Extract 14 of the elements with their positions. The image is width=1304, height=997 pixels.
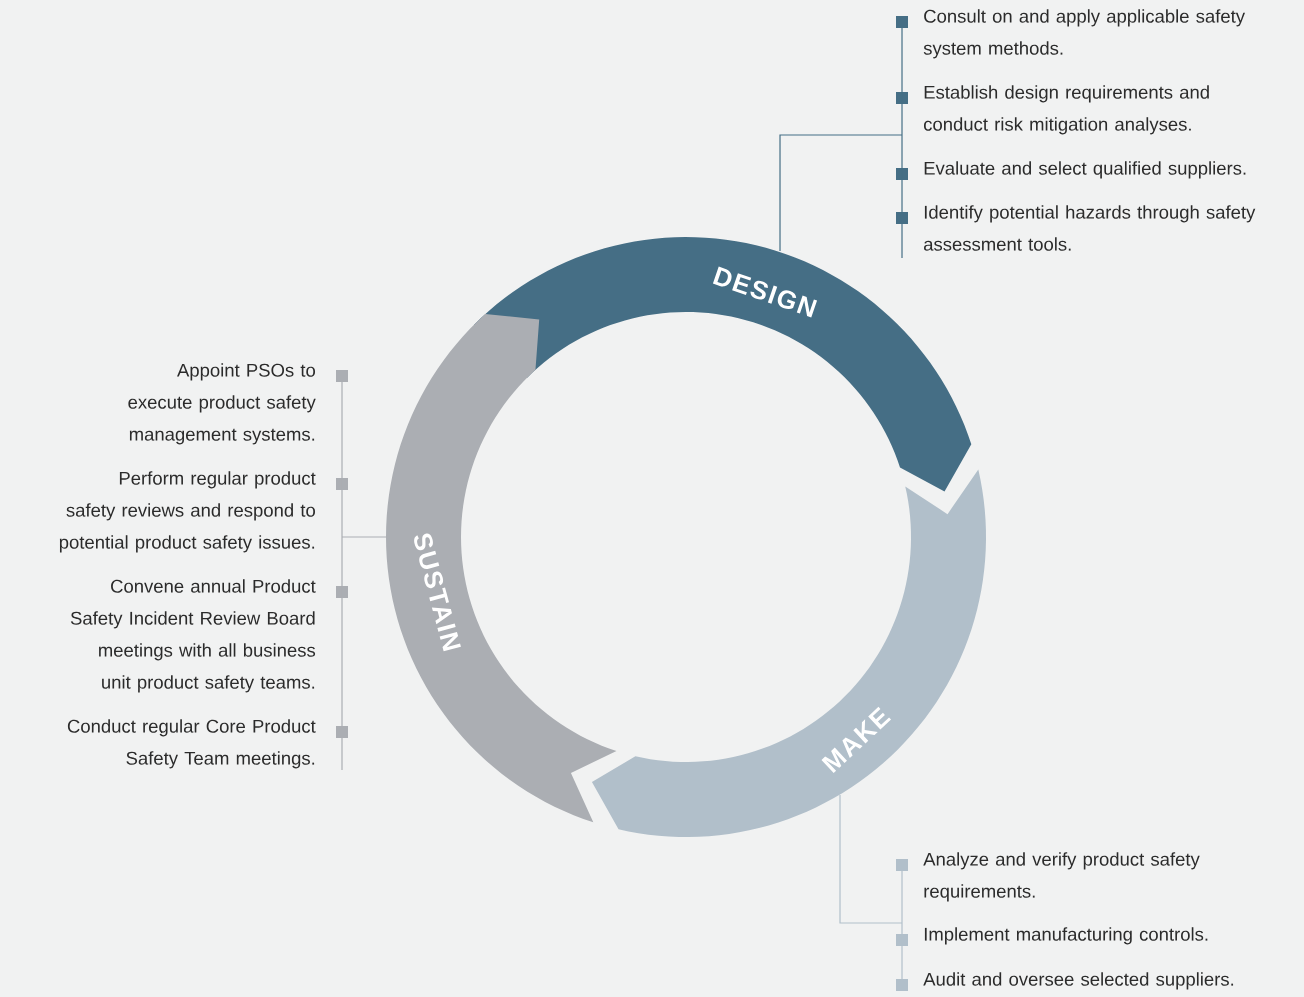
- bullet-text: Appoint PSOs to execute product safety management systems.: [128, 363, 316, 445]
- bullet-text: Consult on and apply applicable safety system methods.: [923, 9, 1245, 59]
- bullet-text: Analyze and verify product safety requirements.: [923, 852, 1200, 902]
- bullet-text: Perform regular product safety reviews and respond to potential product safety issues.: [59, 471, 316, 553]
- bullet-text: Audit and oversee selected suppliers.: [923, 972, 1234, 990]
- bullet-text: Identify potential hazards through safety assessment tools.: [924, 205, 1256, 251]
- leader-line: [341, 381, 387, 771]
- bullet-text: Conduct regular Core Product Safety Team meetings.: [67, 719, 316, 769]
- leader-line: [779, 27, 903, 259]
- bullet-text: Evaluate and select qualified suppliers.: [924, 161, 1246, 179]
- bullet-text: Establish design requirements and conduct risk mitigation analyses.: [924, 85, 1209, 135]
- bullet-text: Convene annual Product Safety Incident Review Board meetings with all business unit product safety teams.: [70, 579, 316, 693]
- leader-line: [839, 794, 903, 980]
- bullet-text: Implement manufacturing controls.: [924, 927, 1208, 945]
